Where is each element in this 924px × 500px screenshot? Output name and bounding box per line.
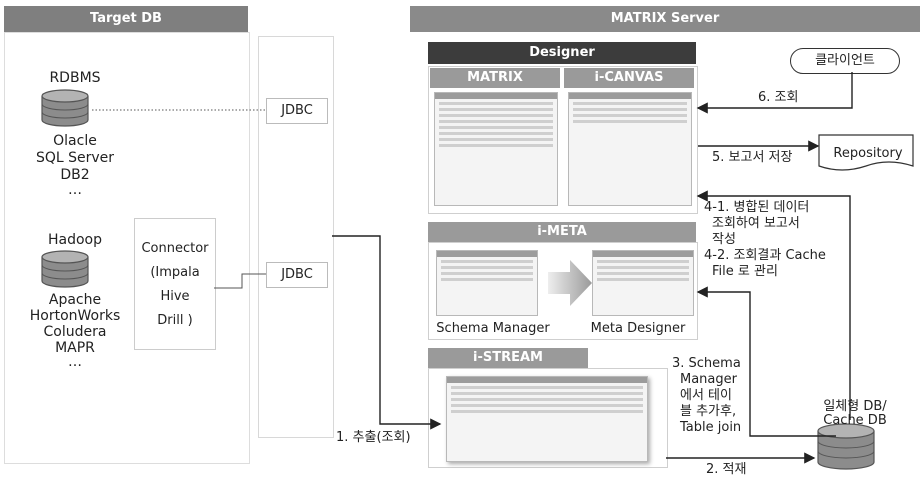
connector-box [134, 218, 216, 350]
icanvas-title: i-CANVAS [564, 68, 694, 88]
jdbc-box-bottom: JDBC [266, 262, 328, 288]
step-3-label: Manager [680, 372, 737, 387]
arrow-right-icon [548, 260, 592, 306]
step-4-1-label: 작성 [712, 232, 736, 247]
schema-manager-label: Schema Manager [436, 321, 550, 336]
step-4-2-label: 4-2. 조회결과 Cache [704, 248, 826, 263]
connector-line: Connector [141, 241, 209, 256]
matrix-screenshot [434, 92, 558, 206]
rdbms-item: DB2 [60, 167, 90, 183]
hadoop-item: HortonWorks [29, 308, 121, 324]
matrix-title: MATRIX [430, 68, 560, 88]
hadoop-title: Hadoop [47, 232, 102, 248]
cache-db-icon [817, 423, 875, 470]
rdbms-item: SQL Server [35, 150, 115, 166]
jdbc-box-top: JDBC [266, 98, 328, 124]
client-node: 클라이언트 [790, 48, 900, 74]
rdbms-database-icon [41, 89, 89, 127]
designer-title: Designer [428, 42, 696, 64]
hadoop-item: … [68, 354, 82, 370]
repository-label: Repository [833, 146, 903, 161]
step-2-label: 2. 적재 [706, 462, 747, 477]
step-3-label: 블 추가후, [680, 404, 737, 419]
repository-document-icon [818, 134, 914, 171]
istream-title: i-STREAM [428, 348, 588, 368]
hadoop-item: Apache [48, 292, 102, 308]
matrix-server-header: MATRIX Server [410, 6, 920, 32]
hadoop-item: Coludera [43, 324, 107, 340]
connector-line: (Impala [150, 265, 200, 280]
imeta-title: i-META [428, 222, 696, 242]
target-db-header: Target DB [4, 6, 248, 32]
cache-db-label: Cache DB [823, 413, 887, 428]
rdbms-title: RDBMS [49, 70, 101, 86]
step-3-label: Table join [680, 420, 742, 435]
step-4-2-label: File 로 관리 [712, 264, 778, 279]
rdbms-item: … [68, 182, 82, 198]
rdbms-item: Olacle [53, 133, 97, 149]
step-3-label: 3. Schema [672, 356, 741, 371]
step-1-label: 1. 추출(조회) [336, 430, 411, 445]
meta-designer-label: Meta Designer [590, 321, 686, 336]
meta-designer-screenshot [592, 250, 694, 316]
connector-line: Hive [160, 289, 190, 304]
hadoop-item: MAPR [55, 340, 95, 356]
step-3-label: 에서 테이 [680, 388, 732, 403]
step-5-label: 5. 보고서 저장 [712, 150, 793, 165]
icanvas-screenshot [568, 92, 692, 206]
step-6-label: 6. 조회 [758, 90, 799, 105]
connector-line: Drill ) [157, 313, 193, 328]
istream-screenshot [446, 376, 648, 462]
step-4-1-label: 조회하여 보고서 [712, 216, 800, 231]
schema-manager-screenshot [436, 250, 538, 316]
hadoop-database-icon [41, 250, 89, 288]
step-4-1-label: 4-1. 병합된 데이터 [704, 200, 810, 215]
cache-db-label: 일체형 DB/ [823, 399, 887, 414]
